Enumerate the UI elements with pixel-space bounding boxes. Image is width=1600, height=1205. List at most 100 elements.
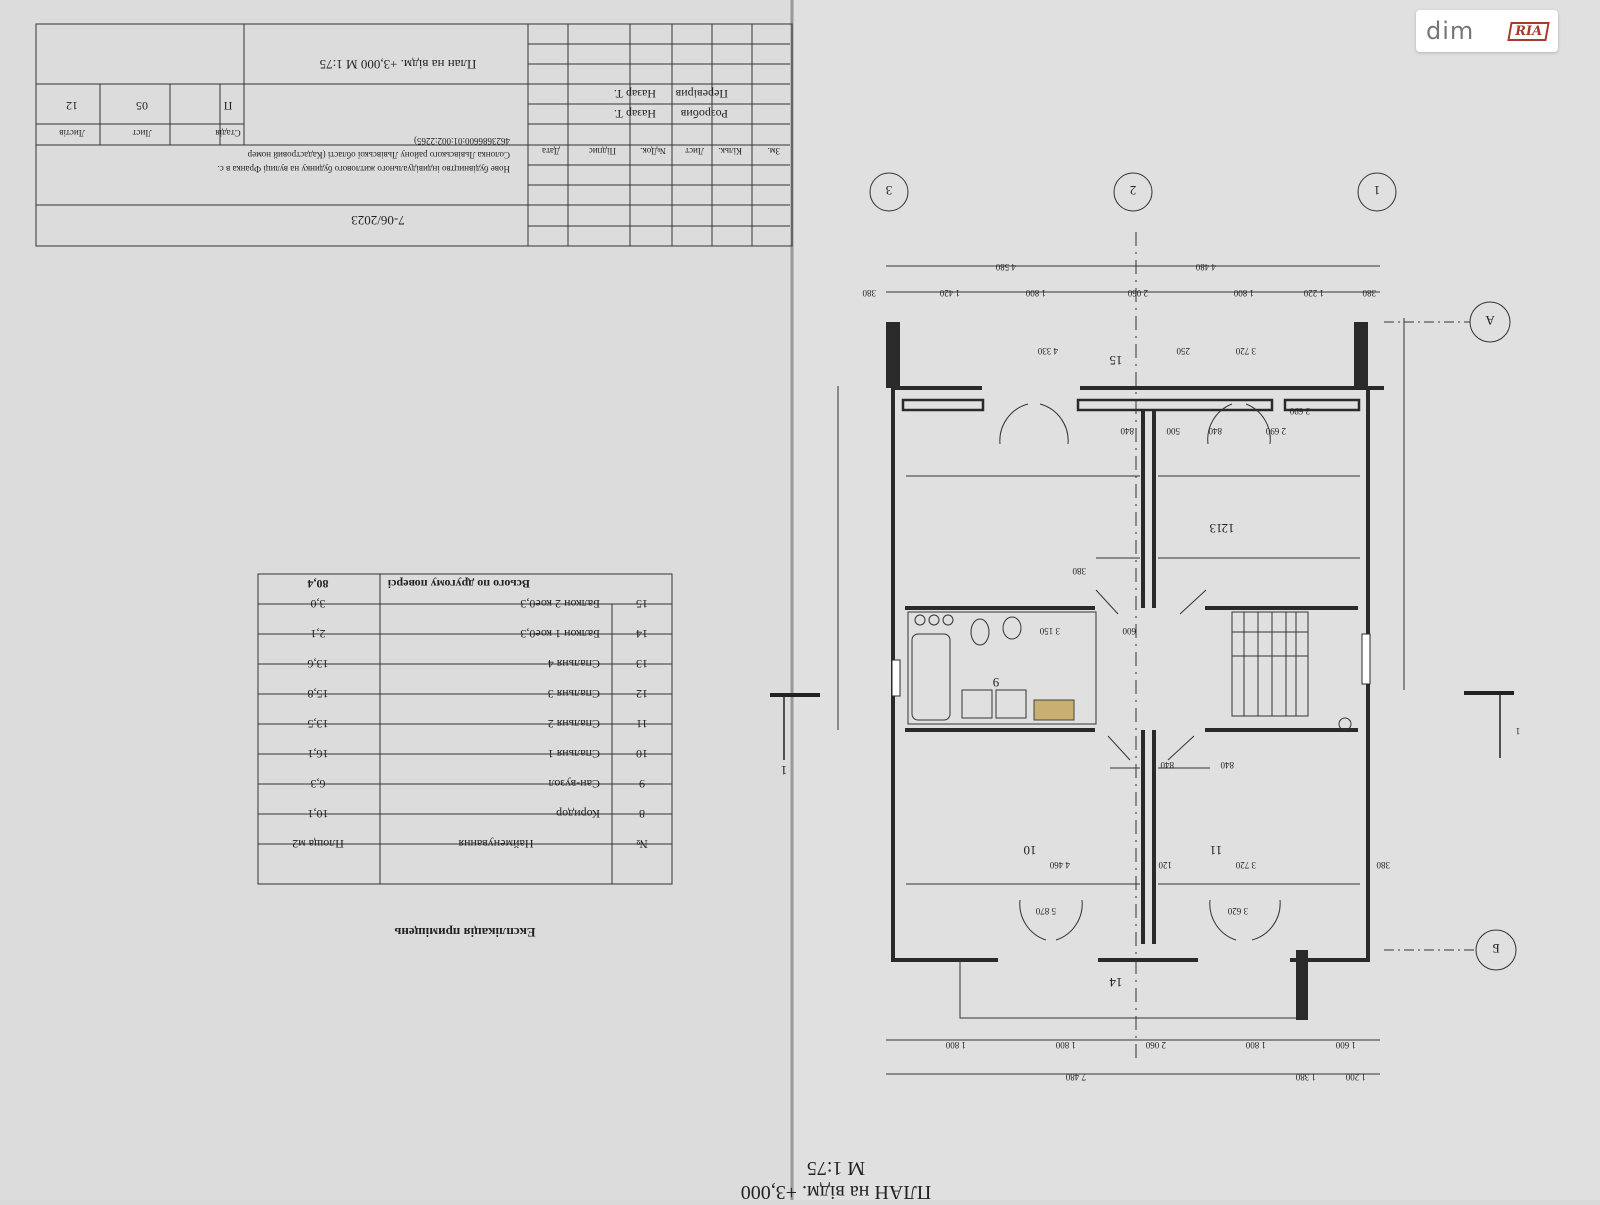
svg-text:3,0: 3,0: [311, 597, 326, 611]
svg-text:3 620: 3 620: [1227, 906, 1248, 916]
window-right: [1361, 633, 1371, 685]
svg-text:250: 250: [1176, 346, 1190, 356]
header-col-1: Кільк.: [718, 146, 742, 156]
dryer: [995, 689, 1027, 719]
svg-text:3: 3: [886, 183, 893, 198]
svg-text:Спальня 3: Спальня 3: [548, 687, 600, 701]
table-row: 11 Спальня 2 13,5: [308, 717, 648, 731]
svg-text:2: 2: [1130, 183, 1137, 198]
svg-text:120: 120: [1158, 860, 1172, 870]
header-col-4: Підпис: [589, 146, 616, 156]
section-mark-left: 1: [770, 693, 820, 778]
cabinet: [1033, 699, 1075, 721]
floor-plan: 4 330 3 720 250 3 690 2 690 840 500 840 …: [837, 232, 1405, 1082]
header-col-2: Лист: [685, 146, 704, 156]
left-page: [0, 0, 792, 1200]
room-10-number: 10: [1024, 843, 1037, 858]
svg-text:840: 840: [1120, 426, 1134, 436]
col-area: Площа м2: [292, 837, 344, 851]
svg-text:3 720: 3 720: [1235, 860, 1256, 870]
window-left: [891, 659, 901, 697]
svg-text:4 580: 4 580: [995, 262, 1016, 272]
col-name: Найменування: [458, 837, 533, 851]
svg-text:11: 11: [636, 717, 648, 731]
door-leaf: [1095, 589, 1207, 615]
svg-text:500: 500: [1166, 426, 1180, 436]
svg-text:380: 380: [1376, 860, 1390, 870]
sheets-label: Листів: [59, 128, 85, 138]
staircase: [1231, 611, 1309, 717]
plan-title-line1: ПЛАН на відм. +3,000: [741, 1181, 932, 1200]
svg-text:1: 1: [781, 763, 788, 778]
developed-name: Назар Т.: [614, 107, 656, 121]
svg-text:14: 14: [636, 627, 648, 641]
table-row: 13 Спальня 4 13,6: [308, 657, 649, 671]
table-row: 9 Сан-вузол 6,3: [311, 777, 646, 791]
svg-text:1 800: 1 800: [1055, 1040, 1076, 1050]
svg-text:4 330: 4 330: [1037, 346, 1058, 356]
header-col-3: №Док.: [640, 146, 666, 156]
wall-axis-2-top: [1141, 410, 1156, 608]
svg-text:4 480: 4 480: [1195, 262, 1216, 272]
svg-text:2 690: 2 690: [1265, 426, 1286, 436]
bidet: [1002, 616, 1022, 640]
svg-text:Балкон 1 кое0,3: Балкон 1 кое0,3: [520, 627, 600, 641]
plan-title-line2: М 1:75: [807, 1157, 865, 1179]
svg-text:3 720: 3 720: [1235, 346, 1256, 356]
svg-text:840: 840: [1220, 760, 1234, 770]
bathtub: [911, 633, 951, 721]
checked-name: Назар Т.: [614, 87, 656, 101]
col-no: №: [636, 837, 647, 851]
table-row: 12 Спальня 3 15,8: [308, 687, 649, 701]
axis-marker-1: 1: [1357, 172, 1397, 212]
table-row: 15 Балкон 2 кое0,3 3,0: [311, 597, 649, 611]
balcony-door-11: [1209, 899, 1281, 941]
total-label: Всього по другому поверсі: [387, 577, 530, 591]
svg-text:13,5: 13,5: [308, 717, 329, 731]
svg-text:1 380: 1 380: [1295, 1072, 1316, 1082]
plan-title: ПЛАН на відм. +3,000 М 1:75: [741, 1157, 932, 1203]
room-9-number: 9: [993, 675, 1000, 690]
svg-text:Б: Б: [1492, 941, 1499, 956]
wall-segment: [1354, 322, 1368, 388]
room-11-number: 11: [1210, 843, 1223, 858]
svg-text:10: 10: [636, 747, 648, 761]
checked-label: Перевірив: [675, 87, 728, 101]
room-12-number: 12: [1222, 521, 1235, 536]
svg-text:9: 9: [639, 777, 645, 791]
axis-marker-3: 3: [869, 172, 909, 212]
svg-text:8: 8: [639, 807, 645, 821]
svg-text:1: 1: [1516, 726, 1521, 736]
stage-label: Стадія: [215, 128, 240, 138]
balcony-door-12: [999, 403, 1069, 445]
axis-marker-a: А: [1384, 301, 1511, 343]
svg-text:4 460: 4 460: [1049, 860, 1070, 870]
svg-text:2 060: 2 060: [1145, 1040, 1166, 1050]
svg-text:1 420: 1 420: [939, 288, 960, 298]
svg-text:Балкон 2 кое0,3: Балкон 2 кое0,3: [520, 597, 600, 611]
section-mark-right: 1: [1464, 691, 1521, 758]
svg-text:Спальня 1: Спальня 1: [548, 747, 600, 761]
stage-value: П: [223, 99, 232, 113]
project-name-line1: Нове будівництво індивідуального житлово…: [217, 164, 510, 174]
wall-segment: [886, 322, 900, 388]
svg-text:380: 380: [862, 288, 876, 298]
developed-label: Розробив: [680, 107, 728, 121]
room-15-number: 15: [1110, 353, 1123, 368]
washbasin: [914, 614, 926, 626]
svg-text:5 870: 5 870: [1035, 906, 1056, 916]
balcony-door-13: [1207, 403, 1271, 445]
svg-text:16,1: 16,1: [308, 747, 329, 761]
project-name-line2: Солонка Львівського району Львівської об…: [247, 150, 510, 160]
drawing-title: План на відм. +3,000 М 1:75: [320, 57, 477, 72]
svg-text:1 220: 1 220: [1303, 288, 1324, 298]
total-value: 80,4: [308, 577, 329, 591]
svg-text:15,8: 15,8: [308, 687, 329, 701]
watermark-badge: RIA: [1507, 21, 1550, 41]
svg-text:А: А: [1485, 313, 1495, 328]
svg-text:Спальня 2: Спальня 2: [548, 717, 600, 731]
project-name-line3: 4623686600:01:002:2265): [414, 136, 510, 146]
watermark-logo: dim RIA: [1416, 10, 1558, 52]
svg-text:2,1: 2,1: [311, 627, 326, 641]
title-block: План на відм. +3,000 М 1:75 Перевірив На…: [35, 23, 793, 247]
